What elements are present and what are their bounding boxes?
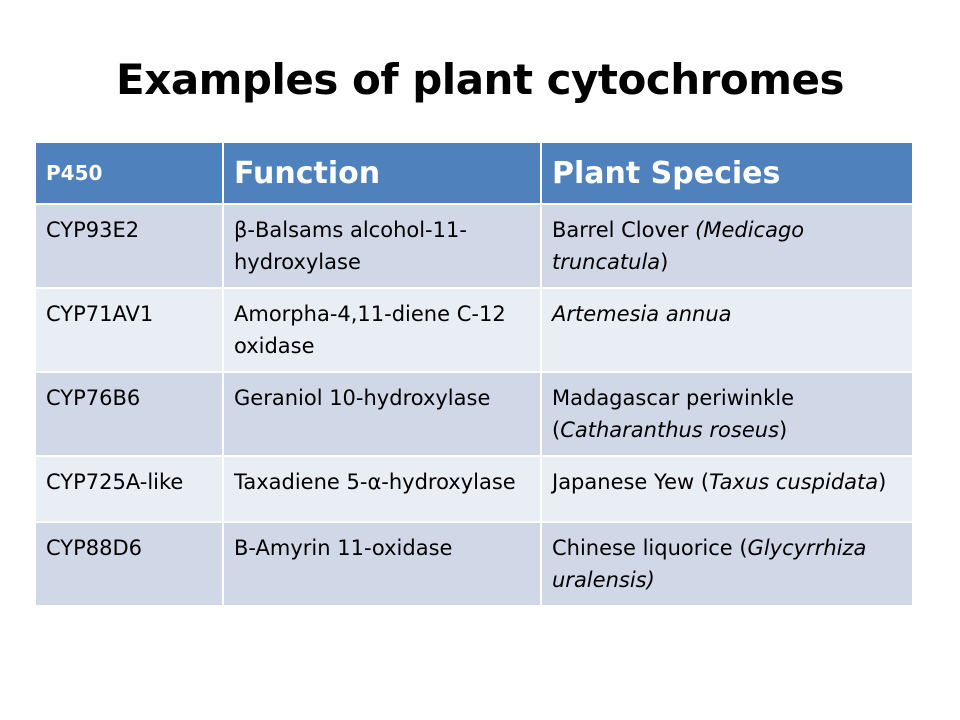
table-row: CYP88D6 B-Amyrin 11-oxidase Chinese liqu… (34, 521, 914, 607)
table-row: CYP76B6 Geraniol 10-hydroxylase Madagasc… (34, 371, 914, 457)
cell-species: Japanese Yew (Taxus cuspidata) (540, 455, 914, 523)
cell-species: Madagascar periwinkle (Catharanthus rose… (540, 371, 914, 457)
species-common: Chinese liquorice ( (552, 536, 748, 560)
species-latin: Catharanthus roseus (560, 418, 780, 442)
cell-p450: CYP725A-like (34, 455, 224, 523)
cell-species: Chinese liquorice (Glycyrrhiza uralensis… (540, 521, 914, 607)
table-row: CYP71AV1 Amorpha-4,11-diene C-12 oxidase… (34, 287, 914, 373)
cell-function: β-Balsams alcohol-11-hydroxylase (222, 203, 542, 289)
cell-species: Barrel Clover (Medicago truncatula) (540, 203, 914, 289)
cell-function: Taxadiene 5-α-hydroxylase (222, 455, 542, 523)
cell-function: Amorpha-4,11-diene C-12 oxidase (222, 287, 542, 373)
cell-p450: CYP88D6 (34, 521, 224, 607)
cytochrome-table: P450 Function Plant Species CYP93E2 β-Ba… (34, 141, 914, 607)
cell-p450: CYP71AV1 (34, 287, 224, 373)
header-p450: P450 (34, 141, 224, 205)
species-common: Madagascar periwinkle ( (552, 386, 795, 442)
header-function: Function (222, 141, 542, 205)
cell-p450: CYP93E2 (34, 203, 224, 289)
cell-species: Artemesia annua (540, 287, 914, 373)
species-suffix: ) (878, 470, 887, 494)
species-common: Japanese Yew ( (552, 470, 710, 494)
table-header-row: P450 Function Plant Species (34, 141, 914, 205)
table-row: CYP725A-like Taxadiene 5-α-hydroxylase J… (34, 455, 914, 523)
species-latin: Artemesia annua (552, 302, 732, 326)
cell-p450: CYP76B6 (34, 371, 224, 457)
species-suffix: ) (660, 250, 669, 274)
table-row: CYP93E2 β-Balsams alcohol-11-hydroxylase… (34, 203, 914, 289)
species-latin: Taxus cuspidata (709, 470, 879, 494)
species-latin: Glycyrrhiza uralensis) (552, 536, 867, 592)
page-title: Examples of plant cytochromes (116, 55, 844, 104)
species-common: Barrel Clover (552, 218, 696, 242)
cell-function: B-Amyrin 11-oxidase (222, 521, 542, 607)
species-latin: (Medicago truncatula (552, 218, 805, 274)
species-suffix: ) (779, 418, 788, 442)
cell-function: Geraniol 10-hydroxylase (222, 371, 542, 457)
header-plant-species: Plant Species (540, 141, 914, 205)
